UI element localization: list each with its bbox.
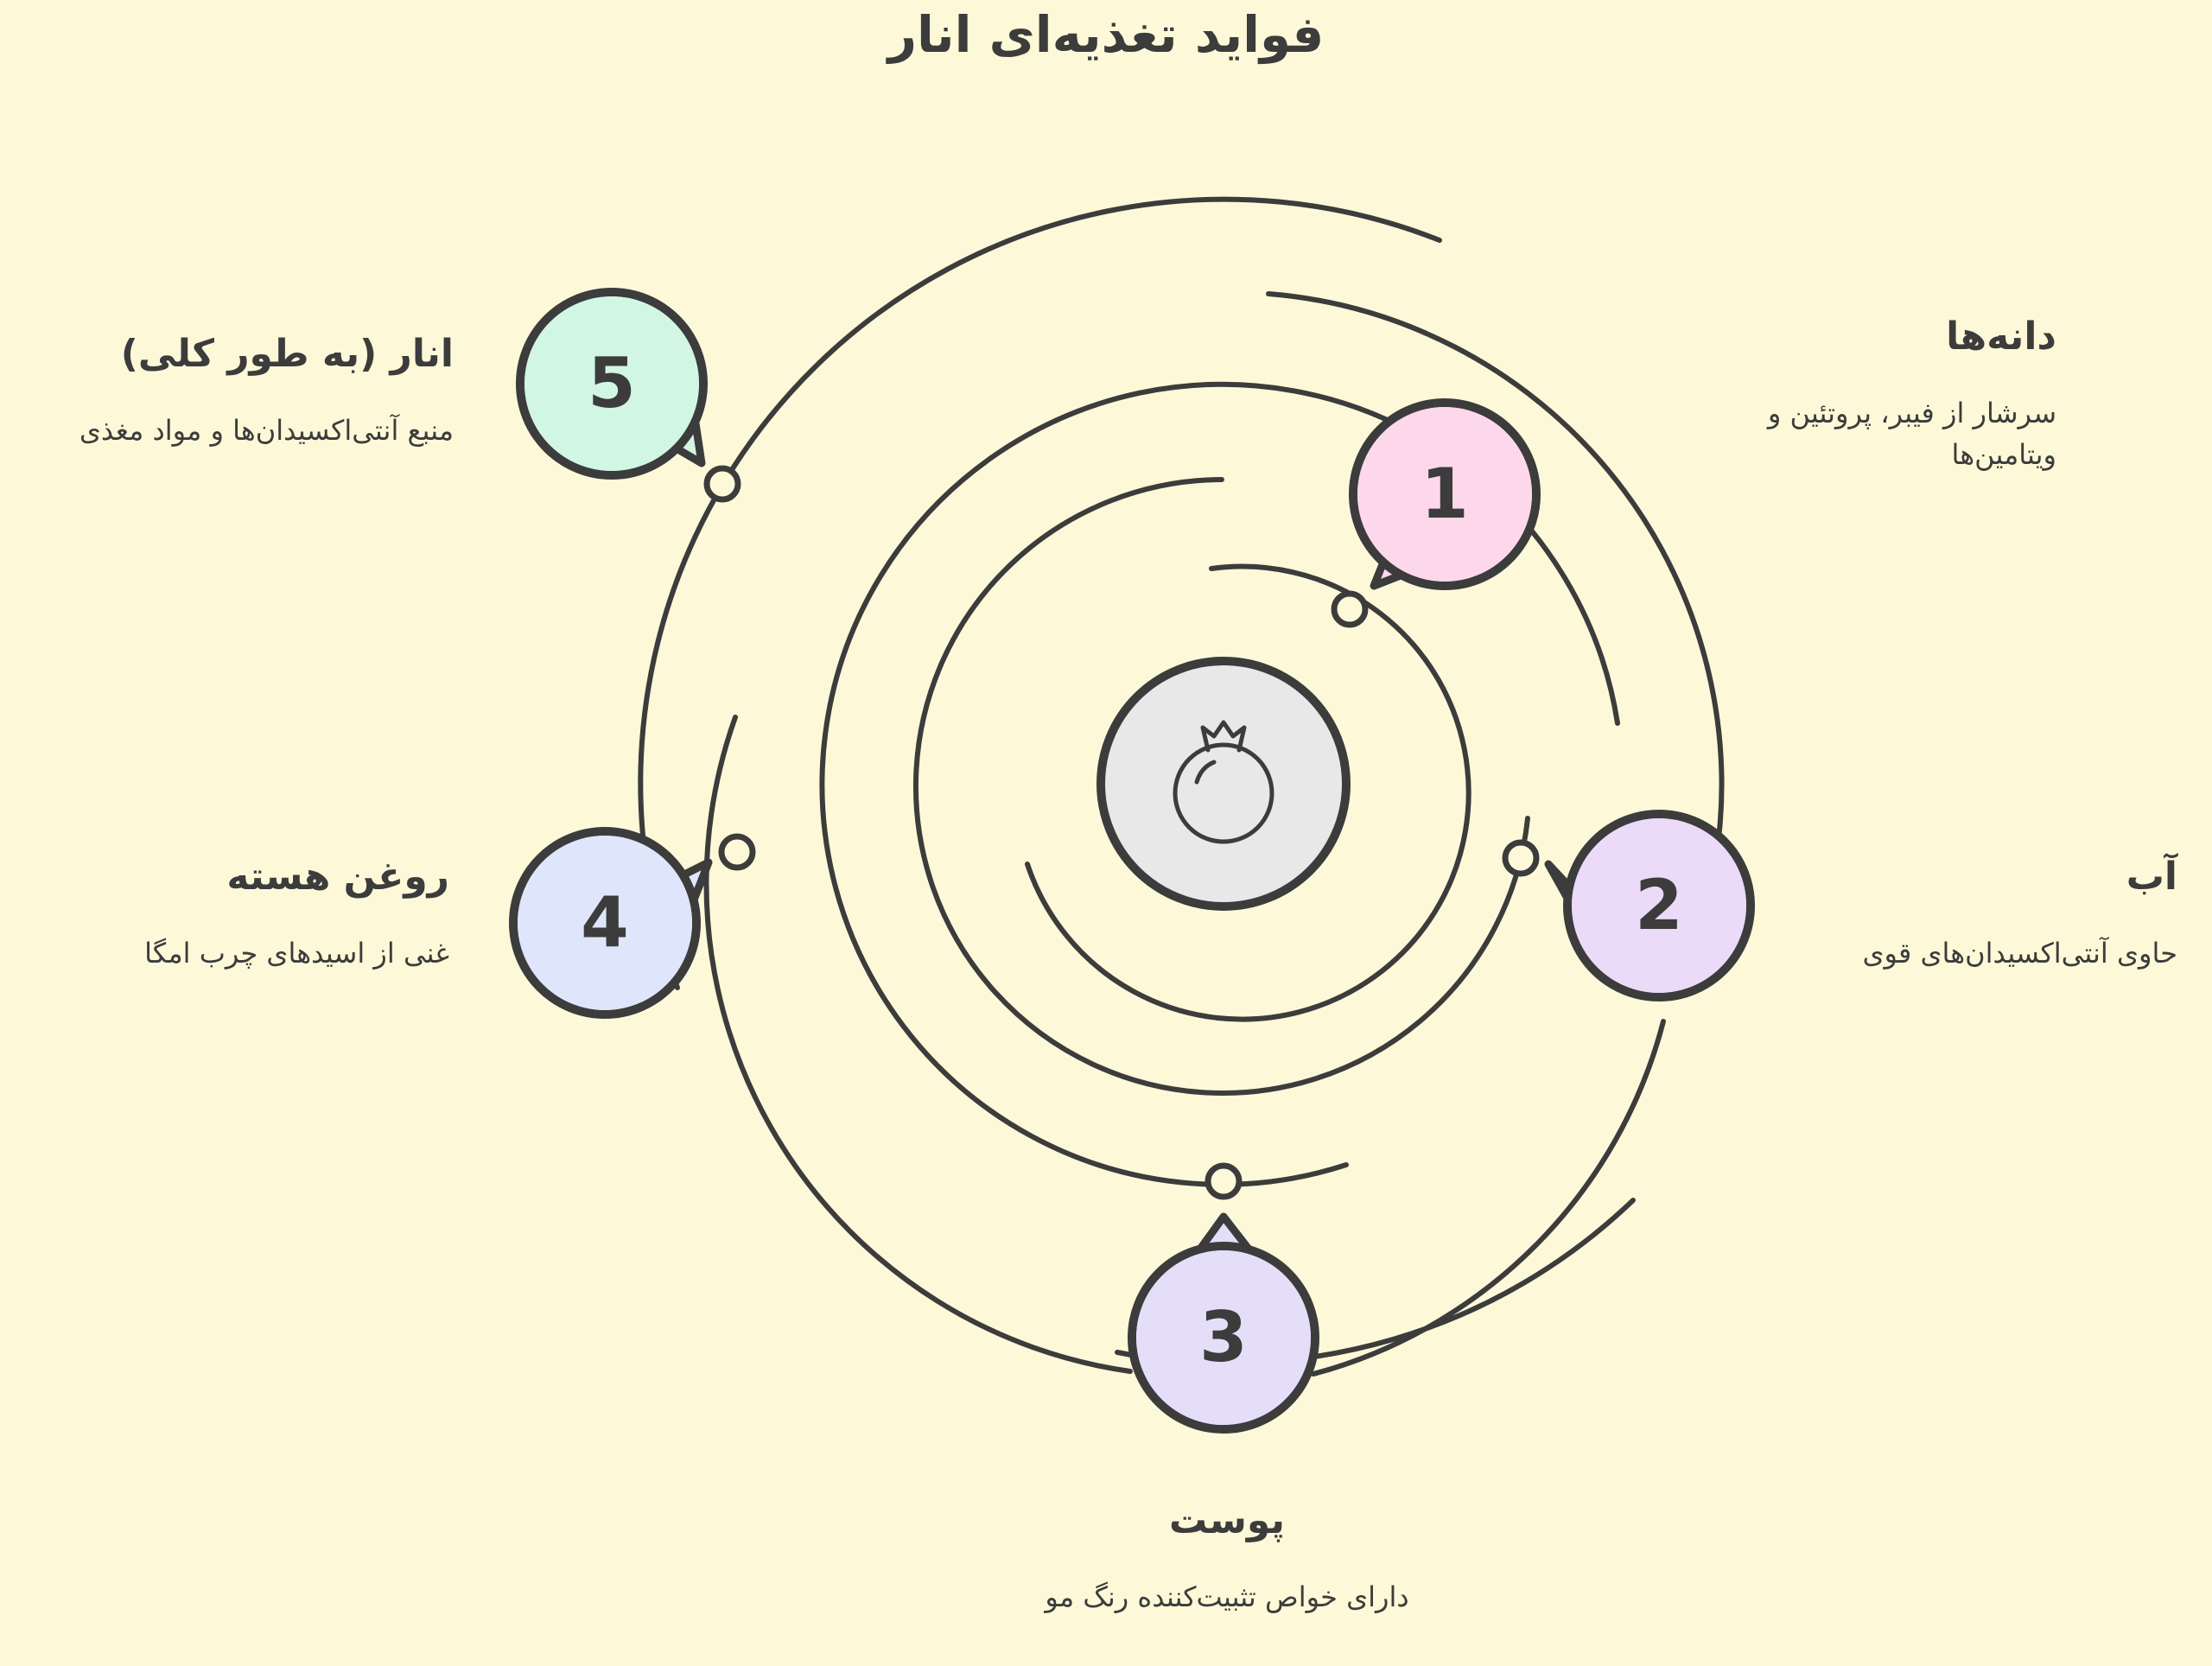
item-node-number: 1: [1421, 454, 1469, 534]
item-4-title: روغن هسته: [226, 855, 449, 899]
orbit-arc-4: [703, 715, 1133, 1374]
item-5-description: منبع آنتی‌اکسیدان‌ها و مواد مغذی: [79, 414, 454, 447]
item-1-description: سرشار از فیبر، پروتئین و ویتامین‌ها: [1767, 397, 2056, 471]
item-node-3: 3: [1128, 1212, 1319, 1434]
orbit-markers: [703, 465, 1540, 1200]
item-node-1: 1: [1349, 398, 1541, 590]
item-node-fill: [1572, 818, 1746, 993]
orbit-arc-5: [638, 196, 1442, 990]
item-node-fill: [1136, 1250, 1311, 1425]
pomegranate-icon: [1173, 720, 1274, 844]
label-item-5: انار (به طور کلی) منبع آنتی‌اکسیدان‌ها و…: [26, 328, 454, 451]
item-2-description: حاوی آنتی‌اکسیدان‌های قوی: [1862, 937, 2177, 970]
orbit-arc-4b: [1311, 1019, 1666, 1377]
item-4-description: غنی از اسیدهای چرب امگا: [144, 937, 449, 970]
item-node-number: 5: [588, 343, 636, 423]
item-node-5: 5: [516, 288, 708, 480]
page-title: فواید تغذیه‌ای انار: [887, 5, 1325, 64]
item-node-4: 4: [509, 827, 713, 1019]
item-2-title: آب: [2126, 855, 2177, 899]
item-node-number: 4: [581, 882, 629, 963]
item-1-title: دانه‌ها: [1946, 315, 2056, 359]
label-item-4: روغن هسته غنی از اسیدهای چرب امگا: [69, 851, 449, 974]
marker-3: [1205, 1162, 1243, 1200]
orbit-arc-4c: [1266, 291, 1725, 867]
item-3-title: پوست: [1169, 1498, 1285, 1542]
marker-2: [1502, 839, 1540, 877]
center-node: [1096, 657, 1351, 911]
item-node-fill: [518, 836, 692, 1010]
item-node-fill: [1357, 407, 1532, 582]
center-circle: [1096, 657, 1351, 911]
item-5-title: انار (به طور کلی): [120, 332, 454, 376]
marker-5: [703, 465, 741, 503]
label-item-1: دانه‌ها سرشار از فیبر، پروتئین و ویتامین…: [1694, 311, 2056, 475]
orbit-arc-2: [912, 477, 1530, 1096]
item-node-fill: [524, 296, 699, 471]
marker-1: [1331, 590, 1369, 628]
label-item-2: آب حاوی آنتی‌اکسیدان‌های قوی: [1797, 851, 2177, 974]
item-3-description: دارای خواص تثبیت‌کننده رنگ مو: [1045, 1580, 1409, 1613]
item-nodes: 1 2 3 4 5: [509, 288, 1755, 1434]
orbit-arcs: [638, 196, 1725, 1377]
label-item-3: پوست دارای خواص تثبیت‌کننده رنگ مو: [933, 1495, 1521, 1618]
item-node-2: 2: [1544, 810, 1755, 1002]
item-node-number: 2: [1635, 865, 1683, 945]
marker-4: [718, 833, 756, 871]
item-node-number: 3: [1199, 1297, 1248, 1377]
